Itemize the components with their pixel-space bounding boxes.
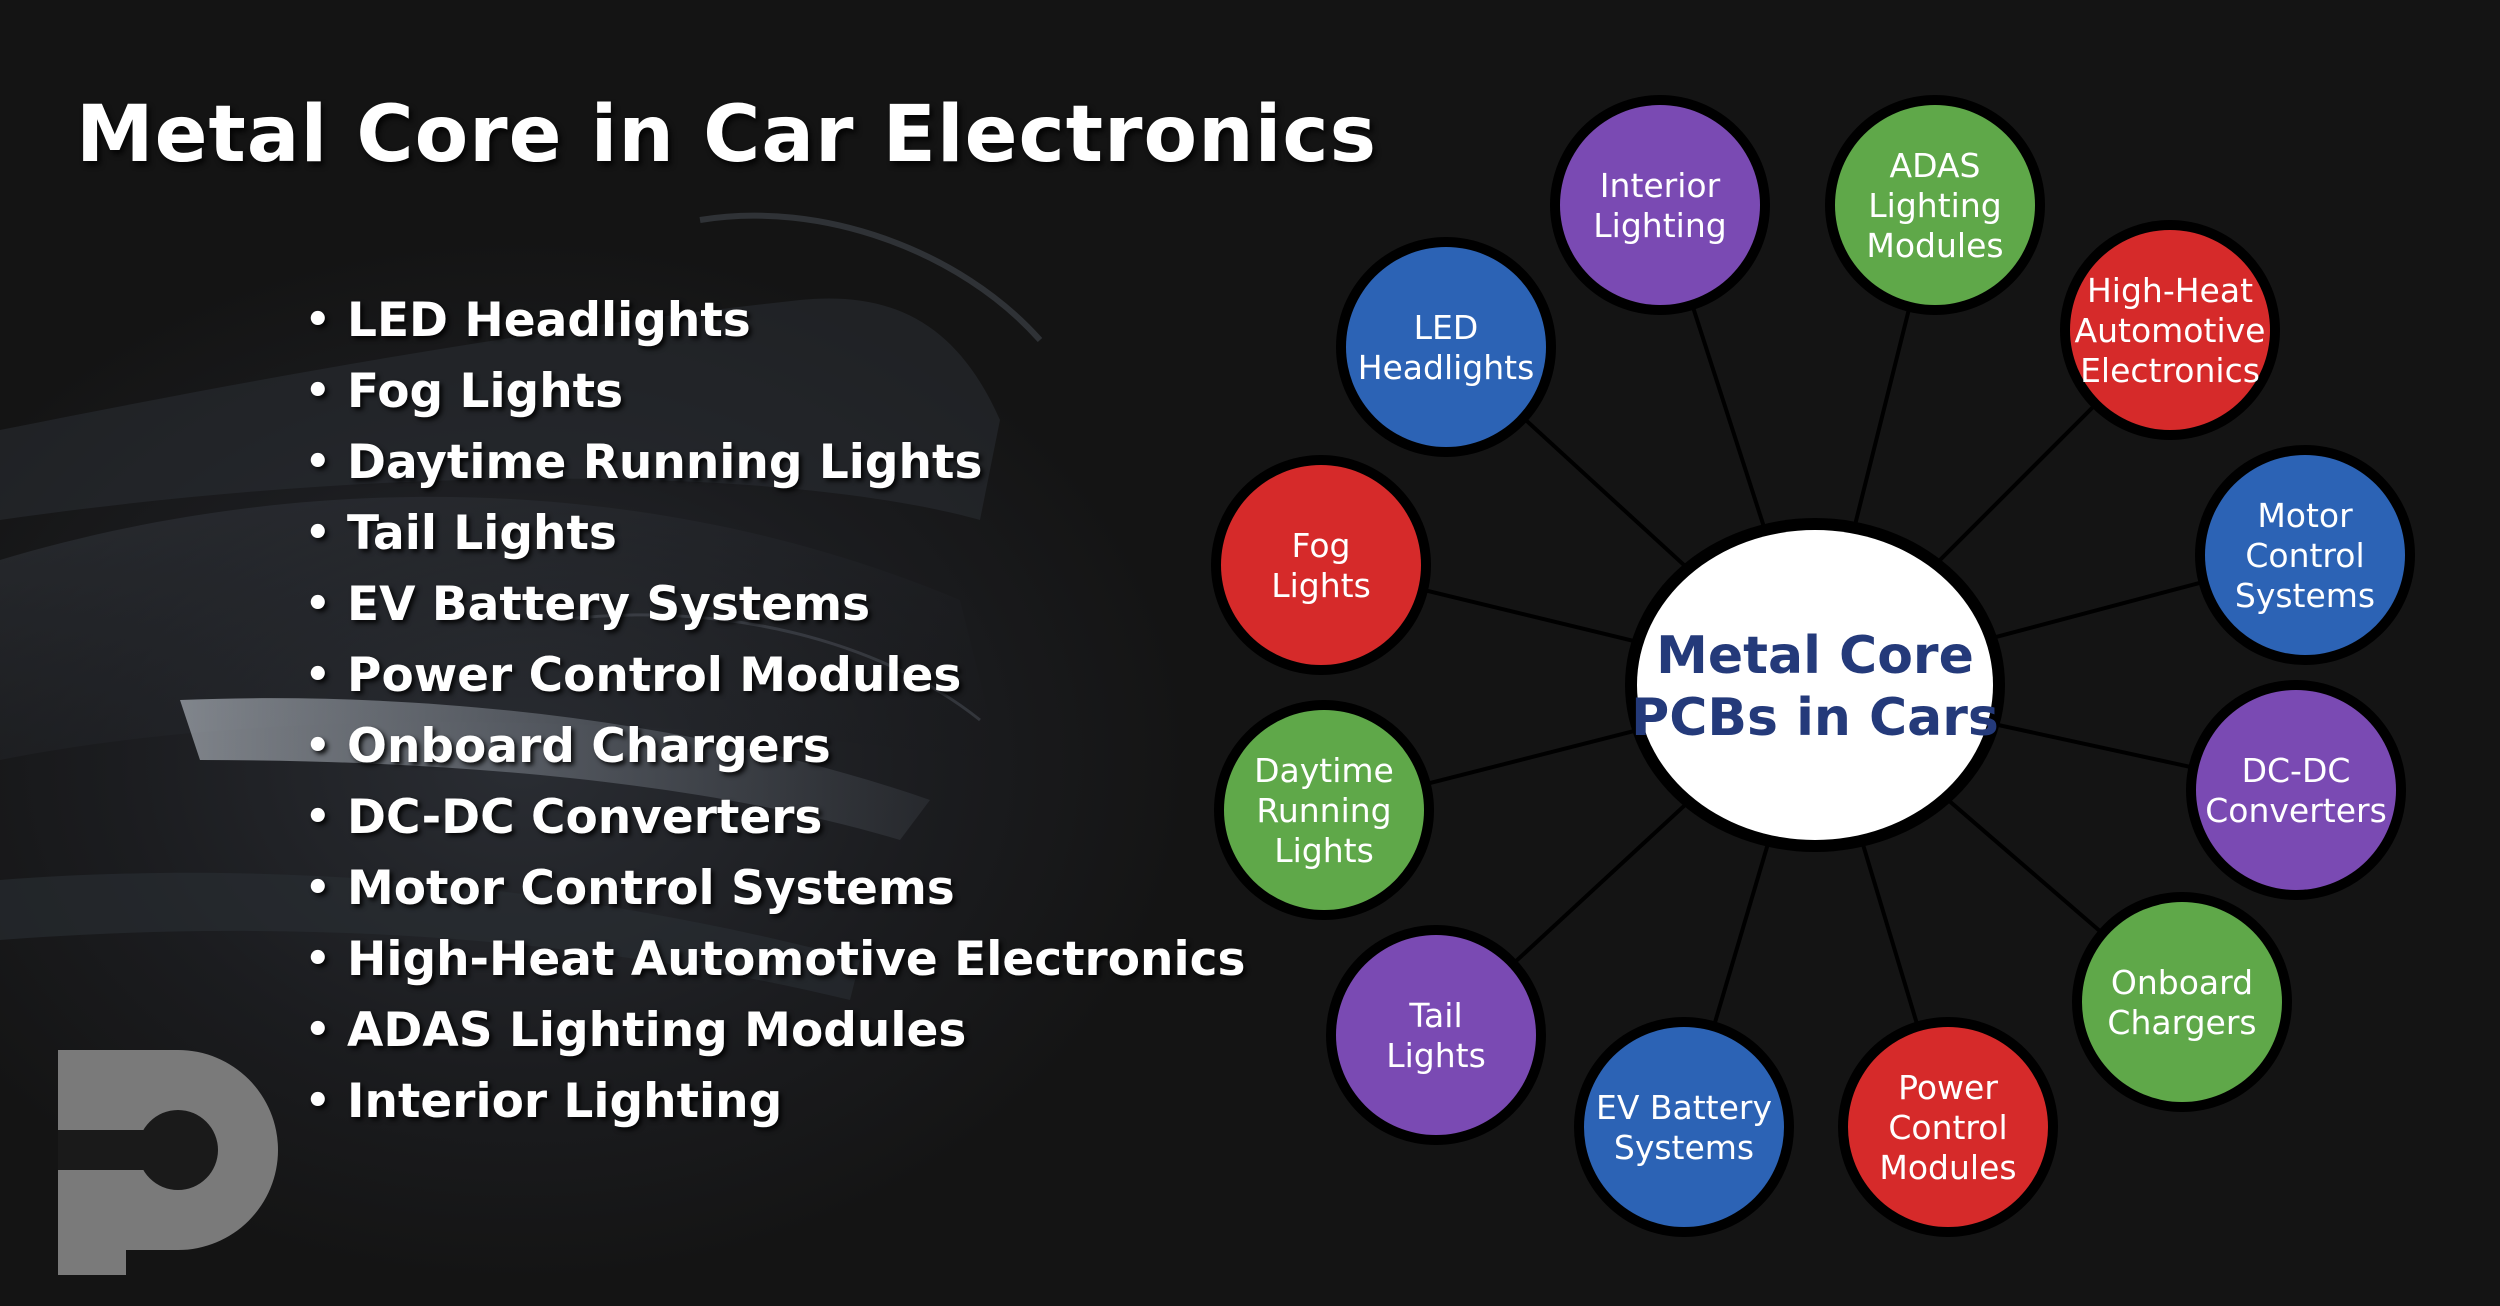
node-label-line: EV Battery — [1596, 1088, 1772, 1127]
node-label-line: Running — [1256, 791, 1391, 830]
node-label-line: Lights — [1271, 566, 1371, 605]
node-label-line: Control — [1888, 1108, 2007, 1147]
node-label-line: Lighting — [1868, 186, 2001, 225]
node-label-line: Fog — [1292, 526, 1351, 565]
node-circle — [2196, 690, 2396, 890]
node-circle — [1221, 465, 1421, 665]
node-circle — [1584, 1027, 1784, 1227]
node-label-line: Systems — [1614, 1128, 1754, 1167]
node-label-line: Power — [1898, 1068, 1998, 1107]
hub-label-line: PCBs in Cars — [1631, 688, 1999, 748]
hub-label-line: Metal Core — [1656, 626, 1974, 686]
node-circle — [1560, 105, 1760, 305]
diagram-hub: Metal Core PCBs in Cars — [1625, 518, 2005, 852]
node-circle — [2082, 902, 2282, 1102]
node-circle — [1346, 247, 1546, 447]
node-label-line: LED — [1414, 308, 1479, 347]
node-label-line: High-Heat — [2087, 271, 2253, 310]
node-label-line: Lights — [1274, 831, 1374, 870]
node-label-line: Onboard — [2111, 963, 2253, 1002]
node-label-line: Interior — [1600, 166, 1721, 205]
node-circle — [1336, 935, 1536, 1135]
node-label-line: Converters — [2205, 791, 2387, 830]
node-label-line: Automotive — [2075, 311, 2266, 350]
node-label-line: Modules — [1879, 1148, 2016, 1187]
node-label-line: Electronics — [2080, 351, 2260, 390]
node-label-line: Modules — [1866, 226, 2003, 265]
node-label-line: Chargers — [2107, 1003, 2256, 1042]
node-label-line: Motor — [2257, 496, 2353, 535]
node-label-line: Daytime — [1254, 751, 1394, 790]
node-label-line: Lights — [1386, 1036, 1486, 1075]
node-label-line: Lighting — [1593, 206, 1726, 245]
node-label-line: Control — [2245, 536, 2364, 575]
node-label-line: DC-DC — [2242, 751, 2351, 790]
node-label-line: ADAS — [1890, 146, 1981, 185]
node-label-line: Systems — [2235, 576, 2375, 615]
node-label-line: Tail — [1408, 996, 1462, 1035]
node-label-line: Headlights — [1358, 348, 1535, 387]
